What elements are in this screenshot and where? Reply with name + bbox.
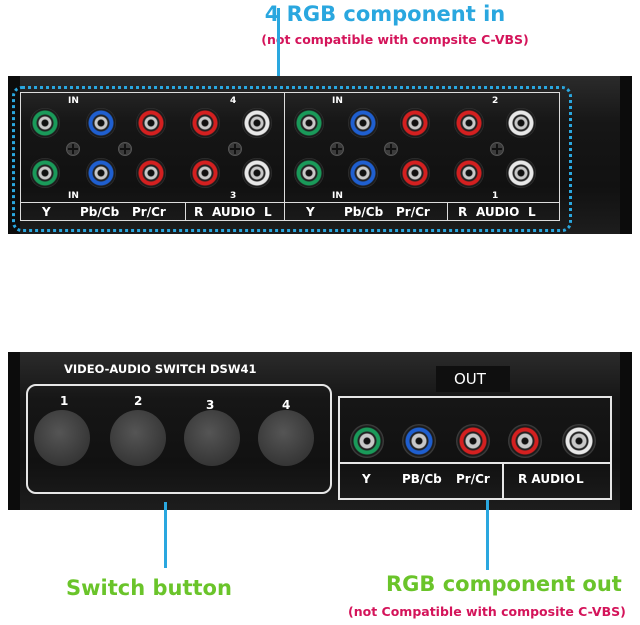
jack-pr-in4 <box>136 108 166 138</box>
top-title: 4 RGB component in <box>264 2 506 26</box>
label-y: Y <box>42 205 51 219</box>
jack-pb-in2 <box>348 108 378 138</box>
out-label-audio-r: R AUDIO <box>518 472 575 486</box>
jack-pb-in1 <box>348 158 378 188</box>
out-label-audio-l: L <box>576 472 584 486</box>
jack-audio-l-in4 <box>242 108 272 138</box>
out-label-y: Y <box>362 472 371 486</box>
jack-pb-out <box>402 424 436 458</box>
jack-pb-in3 <box>86 158 116 188</box>
jack-y-in3 <box>30 158 60 188</box>
screw-icon <box>66 142 80 156</box>
button-number-2: 2 <box>134 394 143 408</box>
jack-audio-l-in2 <box>506 108 536 138</box>
switch-button-1[interactable] <box>34 410 90 466</box>
screw-icon <box>384 142 398 156</box>
out-subtitle: (not Compatible with composite C-VBS) <box>348 604 626 619</box>
switch-button-group <box>26 384 332 494</box>
label-audio: AUDIO <box>476 205 520 219</box>
label-y: Y <box>306 205 315 219</box>
switch-button-2[interactable] <box>110 410 166 466</box>
out-tab <box>436 366 510 392</box>
label-pr: Pr/Cr <box>396 205 430 219</box>
jack-y-in4 <box>30 108 60 138</box>
port-number-1: 1 <box>492 191 499 201</box>
out-title: RGB component out <box>386 572 622 596</box>
input-panel <box>8 76 632 234</box>
output-audio-divider <box>502 462 504 498</box>
label-audio-r: R <box>458 205 468 219</box>
output-box <box>338 396 612 500</box>
button-number-3: 3 <box>206 398 215 412</box>
jack-pr-out <box>456 424 490 458</box>
frame-audio-divider-right <box>447 202 448 220</box>
in-label: IN <box>68 191 79 201</box>
switch-button-4[interactable] <box>258 410 314 466</box>
frame-left-line <box>20 92 21 220</box>
frame-bottom-line <box>20 220 560 221</box>
label-audio-l: L <box>264 205 272 219</box>
label-pr: Pr/Cr <box>132 205 166 219</box>
frame-audio-divider-left <box>185 202 186 220</box>
jack-pb-in4 <box>86 108 116 138</box>
top-callout-line <box>277 8 280 88</box>
out-label-pb: PB/Cb <box>402 472 442 486</box>
label-audio-r: R <box>194 205 204 219</box>
out-label: OUT <box>454 370 486 388</box>
port-number-4: 4 <box>230 96 237 106</box>
output-label-line <box>338 462 610 464</box>
switch-callout-line <box>164 502 167 568</box>
model-label: VIDEO-AUDIO SWITCH DSW41 <box>64 362 257 376</box>
frame-right-line <box>559 92 560 220</box>
screw-icon <box>490 142 504 156</box>
frame-top-line <box>20 92 560 93</box>
label-pb: Pb/Cb <box>344 205 384 219</box>
jack-y-in1 <box>294 158 324 188</box>
panel-right-edge <box>620 76 632 234</box>
label-audio: AUDIO <box>212 205 256 219</box>
out-label-pr: Pr/Cr <box>456 472 490 486</box>
top-subtitle: (not compatible with compsite C-VBS) <box>261 32 529 47</box>
jack-audio-l-out <box>562 424 596 458</box>
port-number-2: 2 <box>492 96 499 106</box>
label-audio-l: L <box>528 205 536 219</box>
panel-left-edge <box>8 352 20 510</box>
in-label: IN <box>332 96 343 106</box>
screw-icon <box>330 142 344 156</box>
screw-icon <box>228 142 242 156</box>
out-callout-line <box>486 500 489 570</box>
panel-right-edge <box>620 352 632 510</box>
jack-audio-r-in3 <box>190 158 220 188</box>
jack-audio-l-in3 <box>242 158 272 188</box>
button-number-4: 4 <box>282 398 291 412</box>
jack-pr-in1 <box>400 158 430 188</box>
jack-audio-r-out <box>508 424 542 458</box>
jack-audio-r-in1 <box>454 158 484 188</box>
input-highlight-box <box>12 86 572 232</box>
jack-audio-r-in4 <box>190 108 220 138</box>
in-label: IN <box>332 191 343 201</box>
switch-button-label: Switch button <box>66 576 232 600</box>
label-pb: Pb/Cb <box>80 205 120 219</box>
in-label: IN <box>68 96 79 106</box>
jack-pr-in2 <box>400 108 430 138</box>
jack-y-out <box>350 424 384 458</box>
jack-y-in2 <box>294 108 324 138</box>
screw-icon <box>118 142 132 156</box>
button-number-1: 1 <box>60 394 69 408</box>
port-number-3: 3 <box>230 191 237 201</box>
jack-audio-r-in2 <box>454 108 484 138</box>
jack-pr-in3 <box>136 158 166 188</box>
switch-button-3[interactable] <box>184 410 240 466</box>
frame-mid-line <box>20 202 560 203</box>
jack-audio-l-in1 <box>506 158 536 188</box>
frame-center-divider <box>284 92 285 220</box>
